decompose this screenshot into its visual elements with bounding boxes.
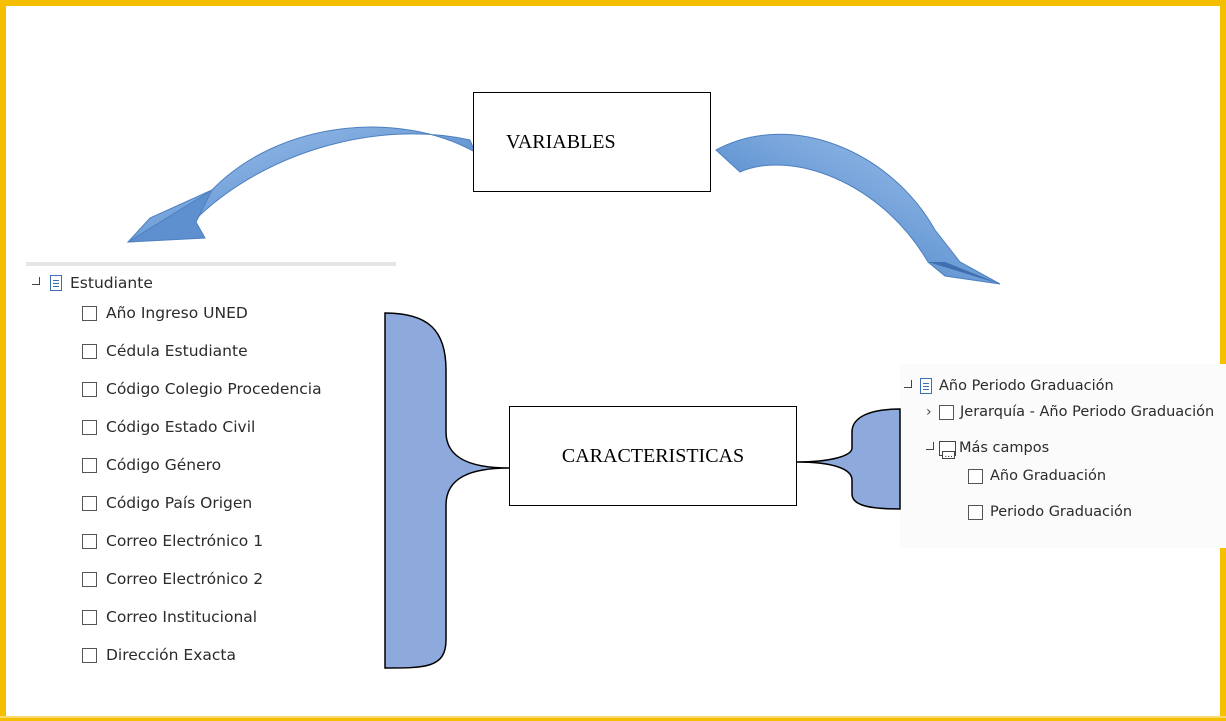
field-item[interactable]: Año Graduación bbox=[968, 468, 1106, 484]
graduacion-header[interactable]: Año Periodo Graduación bbox=[904, 378, 1114, 394]
checkbox-icon[interactable] bbox=[82, 495, 97, 511]
checkbox-icon[interactable] bbox=[939, 404, 954, 420]
collapse-icon[interactable] bbox=[926, 442, 934, 450]
curved-arrow-icon bbox=[126, 126, 477, 243]
checkbox-icon[interactable] bbox=[82, 647, 97, 663]
field-item[interactable]: Dirección Exacta bbox=[82, 646, 236, 664]
checkbox-icon[interactable] bbox=[82, 609, 97, 625]
field-label: Correo Institucional bbox=[106, 608, 258, 626]
checkbox-icon[interactable] bbox=[968, 468, 983, 484]
table-title: Año Periodo Graduación bbox=[939, 378, 1114, 394]
collapse-icon[interactable] bbox=[32, 277, 40, 285]
field-label: Código Estado Civil bbox=[106, 418, 256, 436]
field-item[interactable]: Cédula Estudiante bbox=[82, 342, 248, 360]
graduacion-field-list: Año Periodo Graduación › Jerarquía - Año… bbox=[900, 364, 1226, 548]
field-label: Dirección Exacta bbox=[106, 646, 236, 664]
hierarchy-item[interactable]: › Jerarquía - Año Periodo Graduación bbox=[926, 404, 1214, 420]
collapse-icon[interactable] bbox=[904, 380, 912, 388]
more-fields-label: Más campos bbox=[959, 440, 1050, 456]
checkbox-icon[interactable] bbox=[82, 305, 97, 321]
field-label: Año Ingreso UNED bbox=[106, 304, 248, 322]
field-item[interactable]: Año Ingreso UNED bbox=[82, 304, 248, 322]
chevron-right-icon[interactable]: › bbox=[926, 404, 932, 420]
field-item[interactable]: Correo Electrónico 2 bbox=[82, 570, 263, 588]
checkbox-icon[interactable] bbox=[82, 419, 97, 435]
field-item[interactable]: Código Género bbox=[82, 456, 221, 474]
hierarchy-label: Jerarquía - Año Periodo Graduación bbox=[960, 404, 1215, 420]
caracteristicas-label: CARACTERISTICAS bbox=[561, 444, 745, 467]
table-icon bbox=[920, 378, 932, 394]
caracteristicas-box: CARACTERISTICAS bbox=[509, 406, 797, 506]
table-icon bbox=[50, 275, 62, 291]
field-label: Correo Electrónico 2 bbox=[106, 570, 264, 588]
estudiante-field-list: Estudiante Año Ingreso UNED Cédula Estudi… bbox=[26, 262, 396, 664]
more-fields-group[interactable]: Más campos bbox=[926, 440, 1050, 459]
field-label: Código País Origen bbox=[106, 494, 253, 512]
checkbox-icon[interactable] bbox=[82, 571, 97, 587]
checkbox-icon[interactable] bbox=[968, 504, 983, 520]
field-label: Cédula Estudiante bbox=[106, 342, 248, 360]
field-item[interactable]: Periodo Graduación bbox=[968, 504, 1132, 520]
variables-label: VARIABLES bbox=[506, 130, 616, 153]
field-item[interactable]: Código Estado Civil bbox=[82, 418, 255, 436]
left-brace bbox=[384, 312, 510, 669]
field-label: Código Colegio Procedencia bbox=[106, 380, 322, 398]
bottom-divider bbox=[0, 716, 1226, 718]
folder-icon bbox=[939, 440, 956, 459]
checkbox-icon[interactable] bbox=[82, 381, 97, 397]
estudiante-header[interactable]: Estudiante bbox=[32, 274, 153, 292]
table-title: Estudiante bbox=[70, 274, 153, 292]
curved-arrow-icon bbox=[715, 133, 1001, 285]
right-brace bbox=[796, 408, 901, 510]
checkbox-icon[interactable] bbox=[82, 457, 97, 473]
field-label: Periodo Graduación bbox=[990, 504, 1133, 520]
checkbox-icon[interactable] bbox=[82, 533, 97, 549]
field-item[interactable]: Correo Institucional bbox=[82, 608, 257, 626]
field-label: Correo Electrónico 1 bbox=[106, 532, 264, 550]
variables-box: VARIABLES bbox=[473, 92, 711, 192]
field-item[interactable]: Correo Electrónico 1 bbox=[82, 532, 263, 550]
field-item[interactable]: Código Colegio Procedencia bbox=[82, 380, 322, 398]
field-label: Año Graduación bbox=[990, 468, 1107, 484]
checkbox-icon[interactable] bbox=[82, 343, 97, 359]
field-item[interactable]: Código País Origen bbox=[82, 494, 252, 512]
field-label: Código Género bbox=[106, 456, 222, 474]
